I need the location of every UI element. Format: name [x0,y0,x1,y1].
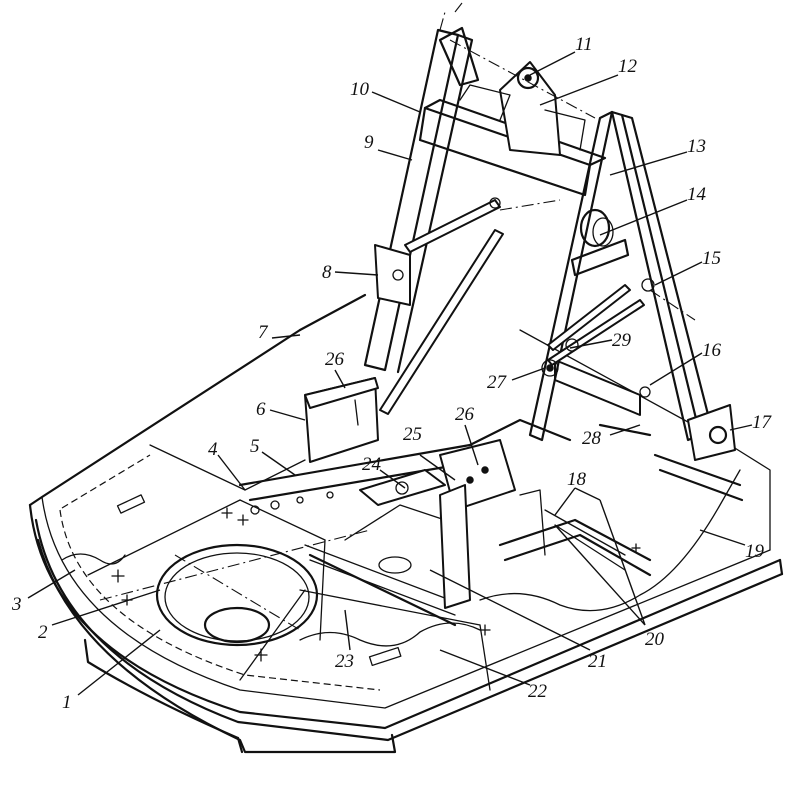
a-frame-mast [363,2,744,502]
callout-12: 12 [618,56,638,77]
mount-plates [250,359,651,609]
callout-5: 5 [250,436,260,457]
callout-14: 14 [687,184,707,205]
callout-17: 17 [752,412,773,433]
callout-1: 1 [62,692,72,713]
callout-7: 7 [258,322,269,343]
callout-labels: 1 2 3 4 5 6 7 8 9 10 11 12 13 14 15 16 1… [11,34,773,713]
floor-beams [238,418,652,627]
callout-29: 29 [612,330,632,351]
callout-27: 27 [487,372,508,393]
hatch-opening [99,529,371,647]
callout-28: 28 [582,428,602,449]
callout-20: 20 [645,629,665,650]
callout-3: 3 [11,594,22,615]
callout-10: 10 [350,79,370,100]
callout-8: 8 [322,262,332,283]
callout-22: 22 [528,681,548,702]
callout-25: 25 [403,424,422,445]
callout-24: 24 [362,454,382,475]
callout-13: 13 [687,136,706,157]
callout-26-top: 26 [325,349,345,370]
callout-16: 16 [702,340,722,361]
callout-21: 21 [588,651,607,672]
callout-26-mid: 26 [455,404,475,425]
callout-leaders [27,51,753,696]
callout-2: 2 [38,622,48,643]
callout-11: 11 [575,34,593,55]
callout-15: 15 [702,248,721,269]
callout-6: 6 [256,399,266,420]
callout-23: 23 [335,651,354,672]
callout-4: 4 [208,439,218,460]
callout-19: 19 [745,541,765,562]
callout-9: 9 [364,132,374,153]
callout-18: 18 [567,469,587,490]
